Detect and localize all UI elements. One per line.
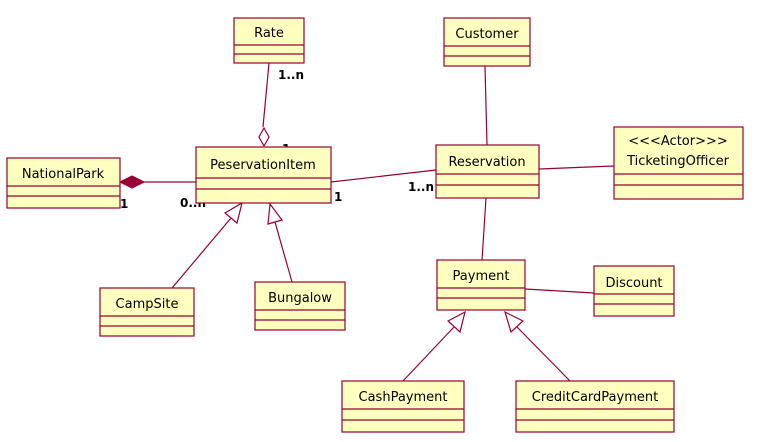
generalization-arrow: [223, 201, 243, 225]
class-camp-site[interactable]: CampSite: [99, 287, 195, 337]
class-discount[interactable]: Discount: [593, 265, 675, 317]
class-reservation-item[interactable]: PeservationItem: [195, 146, 332, 204]
class-name: PeservationItem: [210, 158, 316, 173]
class-name: Reservation: [448, 155, 525, 170]
multiplicity-rate-end: 1..n: [278, 68, 304, 82]
generalization-arrow: [267, 202, 284, 225]
class-name: CampSite: [116, 297, 179, 312]
edge-reservation-payment: [481, 197, 487, 261]
edge-payment-discount: [524, 288, 595, 294]
edge-customer-reservation: [484, 65, 488, 146]
class-name: Bungalow: [268, 291, 332, 306]
generalization-arrow: [504, 310, 525, 334]
class-credit-card-payment[interactable]: CreditCardPayment: [515, 380, 675, 433]
class-name: CreditCardPayment: [532, 390, 658, 405]
edge-item-reservation: [330, 169, 437, 183]
class-customer[interactable]: Customer: [443, 17, 531, 67]
class-payment[interactable]: Payment: [436, 259, 526, 311]
edge-cash-generalization: [402, 310, 466, 382]
edge-credit-generalization: [504, 310, 571, 382]
class-reservation[interactable]: Reservation: [435, 144, 540, 199]
class-rate[interactable]: Rate: [233, 17, 305, 64]
composition-diamond: [118, 175, 146, 189]
class-name: CashPayment: [359, 390, 448, 405]
class-stereotype: <<<Actor>>>: [628, 134, 728, 149]
multiplicity-item-reservation-end: 1: [334, 190, 342, 204]
edge-reservation-officer: [538, 165, 615, 170]
edge-park-item: [118, 175, 196, 189]
class-bungalow[interactable]: Bungalow: [254, 281, 346, 331]
class-ticketing-officer[interactable]: <<<Actor>>> TicketingOfficer: [613, 126, 744, 200]
aggregation-diamond: [258, 126, 270, 148]
class-name: Customer: [455, 27, 519, 42]
class-name: NationalPark: [22, 167, 105, 182]
edge-campsite-generalization: [171, 201, 243, 289]
class-national-park[interactable]: NationalPark: [6, 157, 121, 209]
class-name: Discount: [605, 276, 662, 291]
generalization-arrow: [446, 310, 466, 334]
class-name: TicketingOfficer: [626, 154, 730, 169]
class-cash-payment[interactable]: CashPayment: [341, 380, 465, 433]
edge-rate-item: [258, 62, 270, 148]
edge-bungalow-generalization: [267, 202, 293, 283]
multiplicity-park-end: 1: [120, 197, 128, 211]
multiplicity-reservation-item-end: 1..n: [408, 180, 434, 194]
class-name: Rate: [254, 26, 284, 41]
class-name: Payment: [453, 269, 510, 284]
